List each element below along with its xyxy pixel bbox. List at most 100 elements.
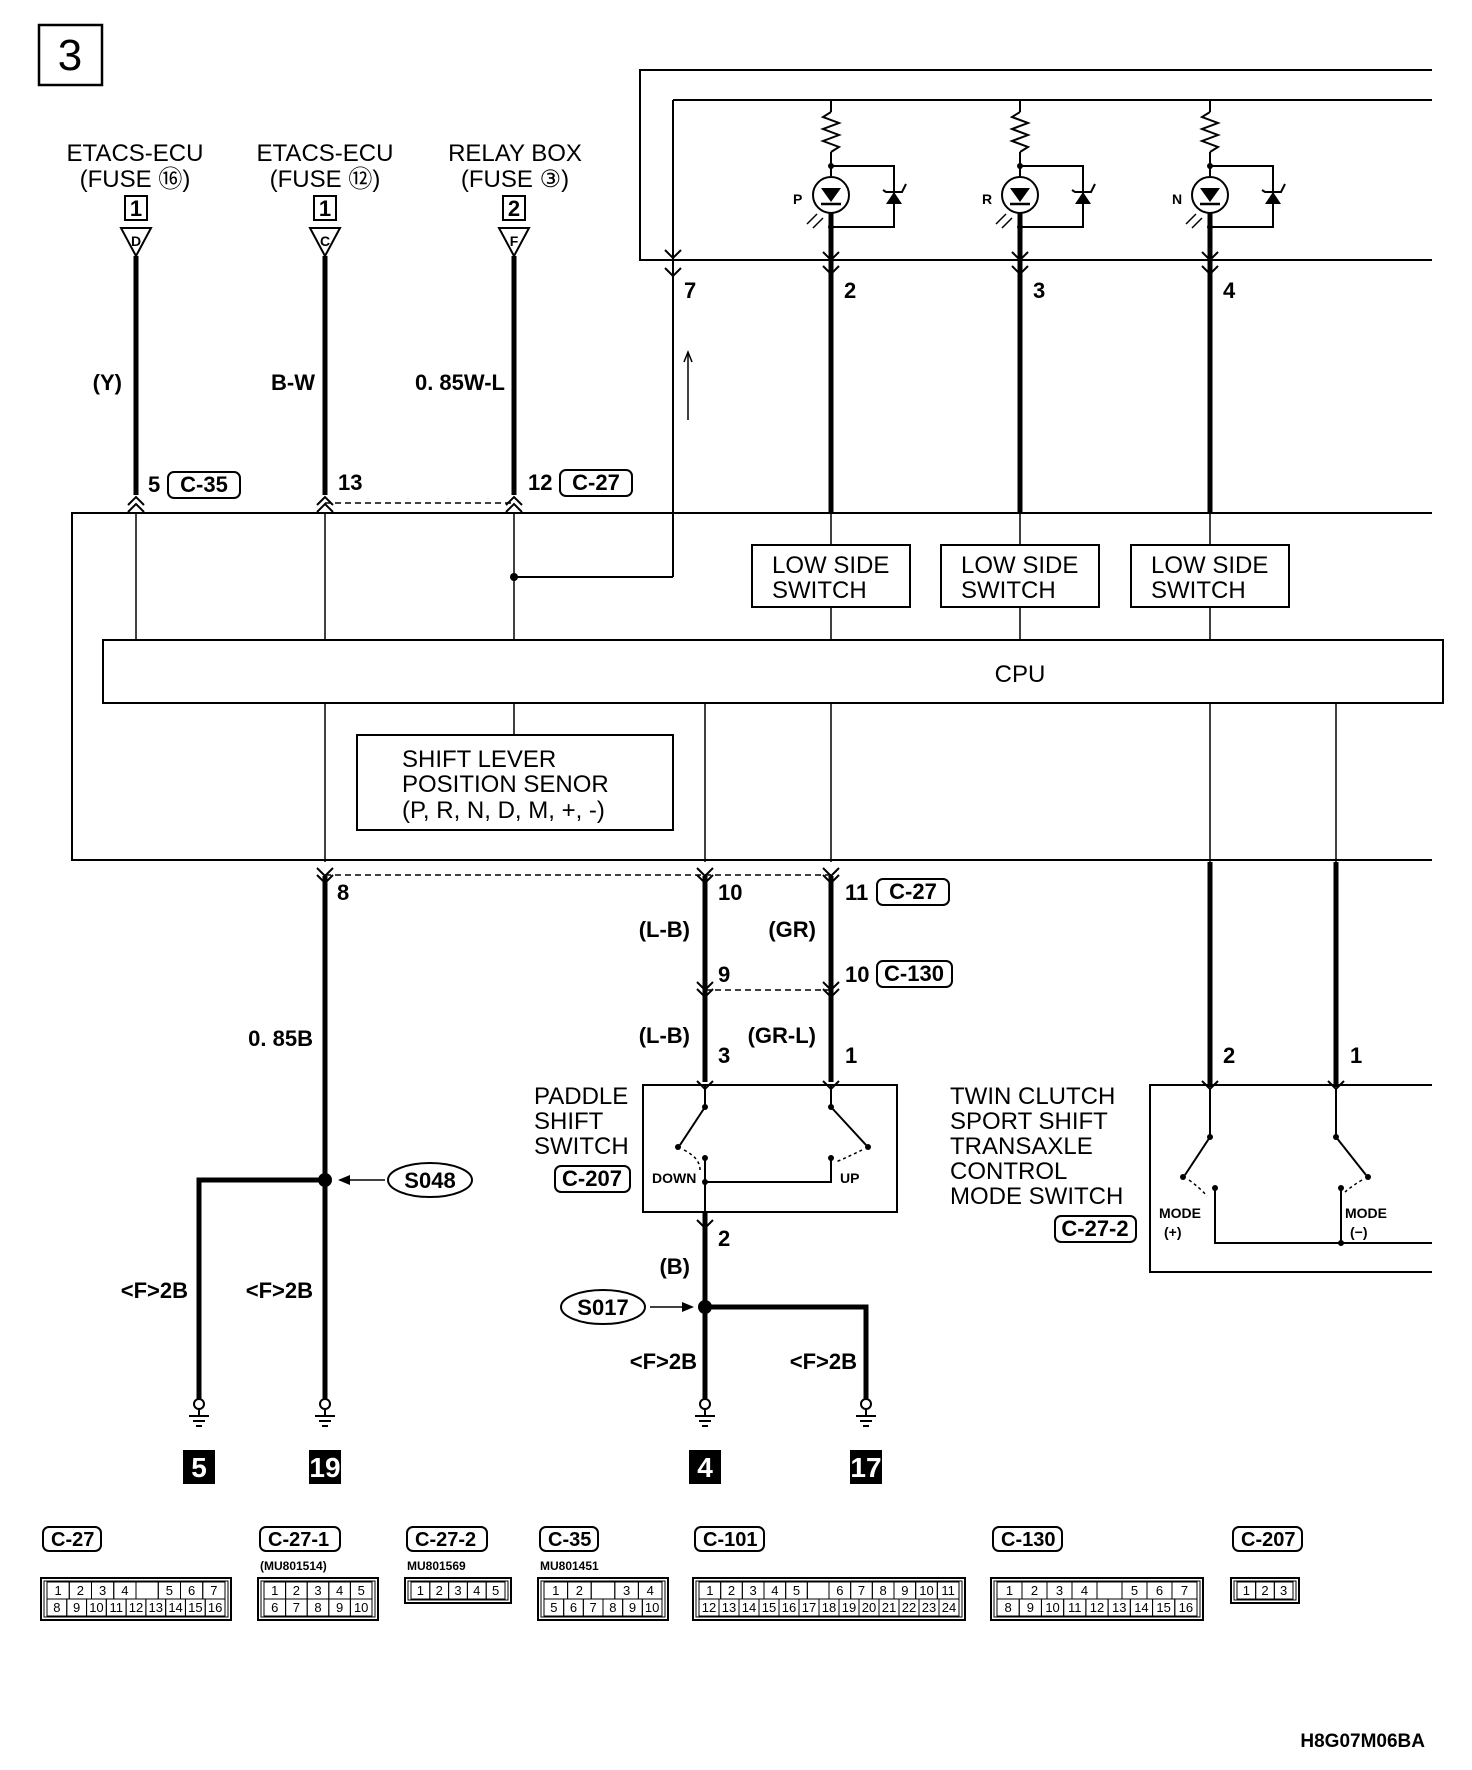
diagram-id: H8G07M06BA [1300, 1731, 1425, 1752]
pin-number: 9 [336, 1600, 343, 1615]
pin-number: 7 [1181, 1583, 1188, 1598]
conn-c35-label: C-35 [180, 472, 228, 497]
pin-number: 3 [1056, 1583, 1063, 1598]
pin-number: 23 [922, 1600, 936, 1615]
pin-number: 3 [314, 1583, 321, 1598]
pin-number: 12 [702, 1600, 716, 1615]
pin-number: 5 [793, 1583, 800, 1598]
ground-wire-color: 0. 85B [248, 1026, 313, 1051]
svg-text:LOW SIDE: LOW SIDE [772, 552, 889, 579]
pin-number: 3 [623, 1583, 630, 1598]
connector-part: (MU801514) [260, 1559, 327, 1573]
power-source-1: ETACS-ECU (FUSE ⑯) 1 D [67, 140, 203, 259]
mode-label-3: TRANSAXLE [950, 1133, 1093, 1160]
pin-number: 15 [1156, 1600, 1170, 1615]
pin-number: 2 [293, 1583, 300, 1598]
mode-label-1: TWIN CLUTCH [950, 1083, 1115, 1110]
pin-number: 3 [454, 1583, 461, 1598]
mode-label-4: CONTROL [950, 1158, 1067, 1185]
pin-number: 5 [166, 1583, 173, 1598]
pin-number: 16 [208, 1600, 222, 1615]
pin-number: 10 [89, 1600, 103, 1615]
pin-9: 9 [718, 962, 730, 987]
paddle-label-2: SHIFT [534, 1108, 604, 1135]
pin-number: 1 [1006, 1583, 1013, 1598]
pin-10-c130: 10 [845, 962, 869, 987]
pin-number: 8 [1004, 1600, 1011, 1615]
pin-number: 10 [1045, 1600, 1059, 1615]
pin-number: 4 [473, 1583, 480, 1598]
pin-number: 2 [77, 1583, 84, 1598]
indicator-letter: R [982, 191, 992, 207]
svg-text:1: 1 [130, 196, 142, 221]
wire-gr: (GR) [768, 917, 816, 942]
pin-number: 17 [802, 1600, 816, 1615]
pin-number: 7 [858, 1583, 865, 1598]
svg-text:POSITION SENOR: POSITION SENOR [402, 771, 609, 798]
indicator-pin: 3 [1033, 278, 1045, 303]
pin-number: 13 [722, 1600, 736, 1615]
pin-number: 14 [168, 1600, 182, 1615]
pin-number: 4 [647, 1583, 654, 1598]
indicator-p: P2 [793, 100, 907, 640]
wire-color-2: B-W [271, 370, 315, 395]
pin-5: 5 [148, 472, 160, 497]
pin-number: 1 [706, 1583, 713, 1598]
pin-number: 7 [210, 1583, 217, 1598]
ecu-box [71, 512, 1432, 861]
pin-number: 22 [902, 1600, 916, 1615]
svg-text:UP: UP [840, 1170, 859, 1186]
indicator-r: R3 [982, 100, 1096, 640]
shift-lever-sensor: SHIFT LEVER POSITION SENOR (P, R, N, D, … [356, 734, 674, 831]
indicator-module [639, 69, 1432, 261]
ground-number: 5 [191, 1452, 207, 1483]
pin-number: 11 [941, 1583, 955, 1598]
wire-b: (B) [659, 1254, 690, 1279]
conn-c27-label: C-27 [572, 470, 620, 495]
ground-number: 19 [309, 1452, 340, 1483]
pin-number: 4 [771, 1583, 778, 1598]
connector-id: C-207 [1241, 1529, 1295, 1551]
pin-12: 12 [528, 470, 552, 495]
ground-ref-2: <F>2B [246, 1278, 313, 1303]
svg-text:D: D [131, 233, 141, 249]
splice-s017 [560, 1289, 646, 1325]
pin-10: 10 [718, 880, 742, 905]
ground-17: 17 [850, 1398, 882, 1484]
svg-text:MODE: MODE [1159, 1205, 1201, 1221]
power-source-3: RELAY BOX (FUSE ③) 2 F [448, 140, 582, 259]
pin-2-out: 2 [718, 1226, 730, 1251]
pin-number: 4 [1081, 1583, 1088, 1598]
low-side-switch-2: LOW SIDE SWITCH [940, 544, 1100, 608]
cpu-box [102, 639, 1444, 704]
pin-number: 1 [55, 1583, 62, 1598]
pin-number: 8 [609, 1600, 616, 1615]
wire-color-3: 0. 85W-L [415, 370, 505, 395]
pin-number: 10 [354, 1600, 368, 1615]
pin-number: 13 [1112, 1600, 1126, 1615]
svg-text:SHIFT LEVER: SHIFT LEVER [402, 746, 556, 773]
pin-number: 21 [882, 1600, 896, 1615]
connector-id: C-130 [1001, 1529, 1055, 1551]
indicator-pin: 4 [1223, 278, 1236, 303]
pin-8: 8 [337, 880, 349, 905]
mode-pin-1: 1 [1350, 1043, 1362, 1068]
svg-text:MODE: MODE [1345, 1205, 1387, 1221]
svg-text:LOW SIDE: LOW SIDE [1151, 552, 1268, 579]
pin-number: 7 [293, 1600, 300, 1615]
pin-number: 11 [109, 1600, 123, 1615]
page-number: 3 [58, 31, 82, 80]
svg-text:C: C [320, 233, 330, 249]
svg-text:2: 2 [508, 196, 520, 221]
pin-number: 4 [121, 1583, 128, 1598]
pin-number: 24 [942, 1600, 956, 1615]
pin-number: 14 [742, 1600, 756, 1615]
conn-c27-2-label: C-27-2 [1061, 1216, 1128, 1241]
svg-text:LOW SIDE: LOW SIDE [961, 552, 1078, 579]
pin-number: 12 [1090, 1600, 1104, 1615]
